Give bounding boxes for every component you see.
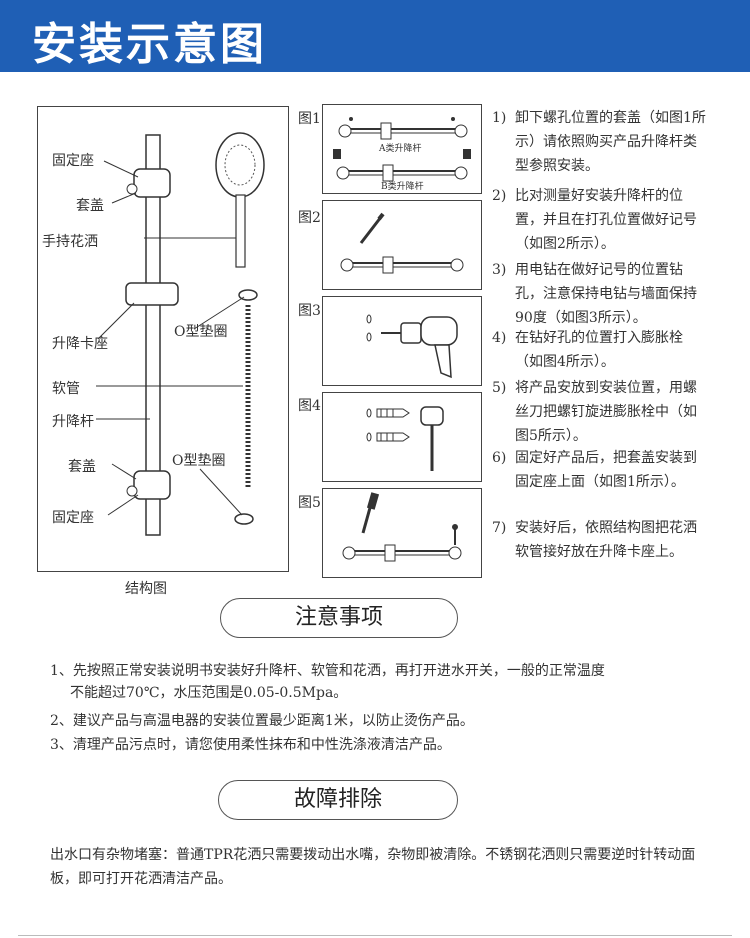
step-1-number: 1) [492,110,507,126]
structure-diagram: 固定座 套盖 手持花洒 升降卡座 O型垫圈 软管 升降杆 套盖 O型垫圈 固定座 [37,106,289,572]
figure-1: A类升降杆 B类升降杆 [322,104,482,194]
step-6-number: 6) [492,450,507,466]
troubleshoot-text: 出水口有杂物堵塞：普通TPR花洒只需要拨动出水嘴，杂物即被清除。不锈钢花洒则只需… [50,847,696,887]
label-lift-clip: 升降卡座 [52,336,108,352]
step-7: 7) 安装好后，依照结构图把花洒软管接好放在升降卡座上。 [492,516,707,564]
structure-illustration [96,132,265,536]
label-handheld-shower: 手持花洒 [42,234,98,250]
step-3: 3) 用电钻在做好记号的位置钻孔，注意保持电钻与墙面保持90度（如图3所示）。 [492,258,707,330]
fig4-illustration [366,406,444,471]
fig1-illustration [333,117,471,182]
step-2: 2) 比对测量好安装升降杆的位置，并且在打孔位置做好记号（如图2所示）。 [492,184,707,256]
fig3-label: 图3 [298,303,321,319]
step-1-text: 卸下螺孔位置的套盖（如图1所示）请依照购买产品升降杆类型参照安装。 [515,110,706,174]
notice-item-1-line2: 不能超过70℃，水压范围是0.05-0.5Mpa。 [70,685,348,701]
page-title: 安装示意图 [32,19,267,70]
notice-item-2-text: 2、建议产品与高温电器的安装位置最少距离1米，以防止烫伤产品。 [50,713,474,729]
step-4-number: 4) [492,330,507,346]
label-lift-rod: 升降杆 [52,414,94,430]
step-7-text: 安装好后，依照结构图把花洒软管接好放在升降卡座上。 [515,520,697,560]
label-o-ring-bottom: O型垫圈 [172,453,226,469]
label-cover-bottom: 套盖 [68,459,96,475]
step-3-text: 用电钻在做好记号的位置钻孔，注意保持电钻与墙面保持90度（如图3所示）。 [515,262,697,326]
fig1-a-caption: A类升降杆 [379,144,422,154]
step-4: 4) 在钻好孔的位置打入膨胀栓（如图4所示）。 [492,326,707,374]
fig5-illustration [342,492,462,562]
figure-2 [322,200,482,290]
step-6: 6) 固定好产品后，把套盖安装到固定座上面（如图1所示）。 [492,446,707,494]
notice-item-1-line1: 1、先按照正常安装说明书安装好升降杆、软管和花洒，再打开进水开关，一般的正常温度 [50,663,605,679]
fig5-label: 图5 [298,495,321,511]
label-fixed-seat-top: 固定座 [52,153,94,169]
fig1-b-caption: B类升降杆 [381,182,424,192]
fig1-label: 图1 [298,111,321,127]
step-3-number: 3) [492,262,507,278]
fig2-label: 图2 [298,210,321,226]
troubleshoot-heading: 故障排除 [218,780,458,820]
header-bar: 安装示意图 [0,0,750,72]
notice-item-1: 1、先按照正常安装说明书安装好升降杆、软管和花洒，再打开进水开关，一般的正常温度… [50,660,720,704]
step-2-text: 比对测量好安装升降杆的位置，并且在打孔位置做好记号（如图2所示）。 [515,188,697,252]
notice-item-3: 3、清理产品污点时，请您使用柔性抹布和中性洗涤液清洁产品。 [50,734,720,756]
label-cover-top: 套盖 [76,198,104,214]
fig3-illustration [366,314,458,379]
step-5-number: 5) [492,380,507,396]
label-o-ring-top: O型垫圈 [174,324,228,340]
step-5: 5) 将产品安放到安装位置，用螺丝刀把螺钉旋进膨胀栓中（如图5所示）。 [492,376,707,448]
step-6-text: 固定好产品后，把套盖安装到固定座上面（如图1所示）。 [515,450,697,490]
step-1: 1) 卸下螺孔位置的套盖（如图1所示）请依照购买产品升降杆类型参照安装。 [492,106,707,178]
label-fixed-seat-bottom: 固定座 [52,510,94,526]
step-4-text: 在钻好孔的位置打入膨胀栓（如图4所示）。 [515,330,683,370]
notice-item-3-text: 3、清理产品污点时，请您使用柔性抹布和中性洗涤液清洁产品。 [50,737,451,753]
fig4-label: 图4 [298,398,321,414]
label-hose: 软管 [52,381,80,397]
footer-divider [18,935,732,936]
structure-caption: 结构图 [125,581,167,597]
step-5-text: 将产品安放到安装位置，用螺丝刀把螺钉旋进膨胀栓中（如图5所示）。 [515,380,697,444]
figure-4 [322,392,482,482]
step-2-number: 2) [492,188,507,204]
notice-item-2: 2、建议产品与高温电器的安装位置最少距离1米，以防止烫伤产品。 [50,710,720,732]
figure-3 [322,296,482,386]
step-7-number: 7) [492,520,507,536]
fig2-illustration [340,212,464,274]
notice-heading: 注意事项 [220,598,458,638]
figure-5 [322,488,482,578]
